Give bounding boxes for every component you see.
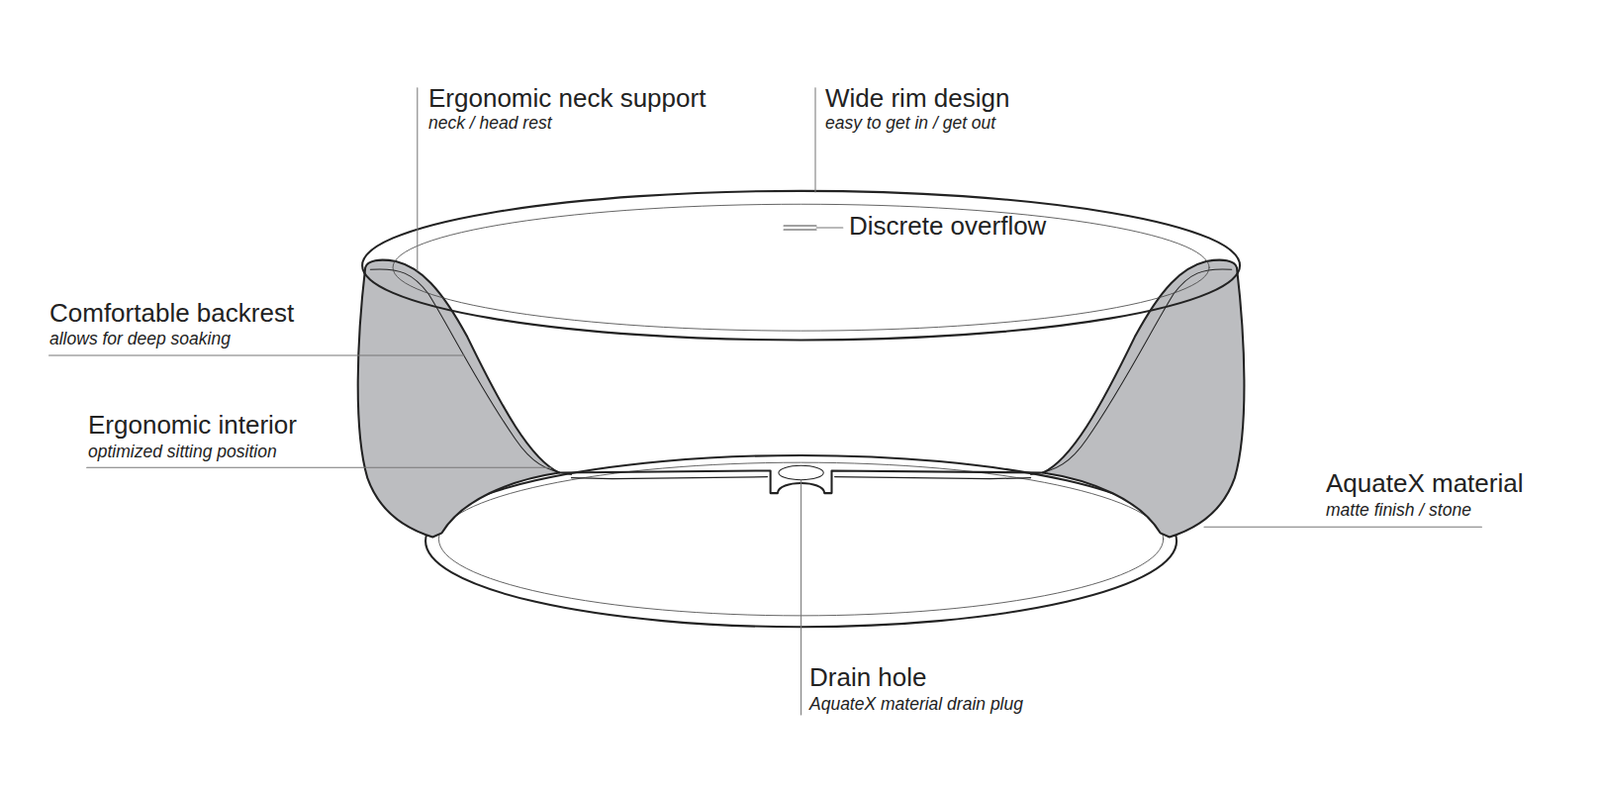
- callout-subtitle: neck / head rest: [428, 112, 553, 134]
- leader-line: [87, 467, 552, 469]
- callout-subtitle: optimized sitting position: [88, 441, 278, 463]
- callout-title: AquateX material: [1325, 468, 1523, 499]
- callout-subtitle: AquateX material drain plug: [809, 693, 1024, 715]
- tub-rim: [362, 190, 1240, 341]
- callout-subtitle: matte finish / stone: [1325, 499, 1472, 521]
- callout-title: Ergonomic neck support: [428, 83, 706, 114]
- tub-rim-inner: [392, 203, 1210, 331]
- drain-hole: [778, 465, 824, 479]
- callout-title: Comfortable backrest: [49, 297, 294, 329]
- leader-line: [814, 88, 816, 192]
- leader-line: [816, 226, 844, 228]
- leader-line: [1204, 526, 1483, 528]
- overflow-mark: [783, 225, 817, 230]
- callout-title: Discrete overflow: [848, 210, 1046, 242]
- callout-subtitle: allows for deep soaking: [49, 328, 231, 350]
- leader-line: [49, 354, 466, 356]
- leader-line: [800, 479, 802, 715]
- callout-subtitle: easy to get in / get out: [825, 112, 996, 134]
- tub-wall-inner-line: [370, 269, 571, 475]
- callout-title: Ergonomic interior: [88, 409, 297, 441]
- callout-title: Drain hole: [809, 661, 928, 693]
- callout-title: Wide rim design: [825, 83, 1010, 114]
- tub-wall-inner-line: [1031, 269, 1232, 475]
- leader-line: [416, 88, 418, 272]
